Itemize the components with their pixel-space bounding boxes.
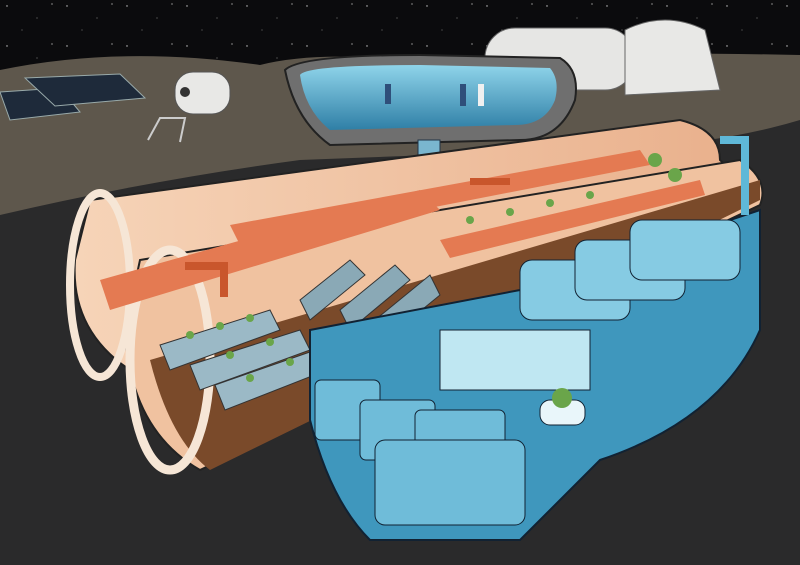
- robot-arm-icon: [185, 178, 510, 297]
- solar-panel-icon: [0, 73, 147, 121]
- storage-bins: [314, 379, 526, 526]
- water-tanks: [519, 219, 741, 321]
- lander-pod-icon: [147, 71, 231, 143]
- hydroponic-racks: [159, 259, 441, 411]
- crew-room: [439, 329, 591, 391]
- pipe-conduit: [720, 136, 749, 215]
- wheat-crop-beds: [100, 150, 705, 310]
- astronaut-figure-icon: [385, 84, 484, 106]
- plants: [186, 153, 682, 382]
- control-room: [300, 65, 557, 130]
- planter-plants: [552, 388, 572, 408]
